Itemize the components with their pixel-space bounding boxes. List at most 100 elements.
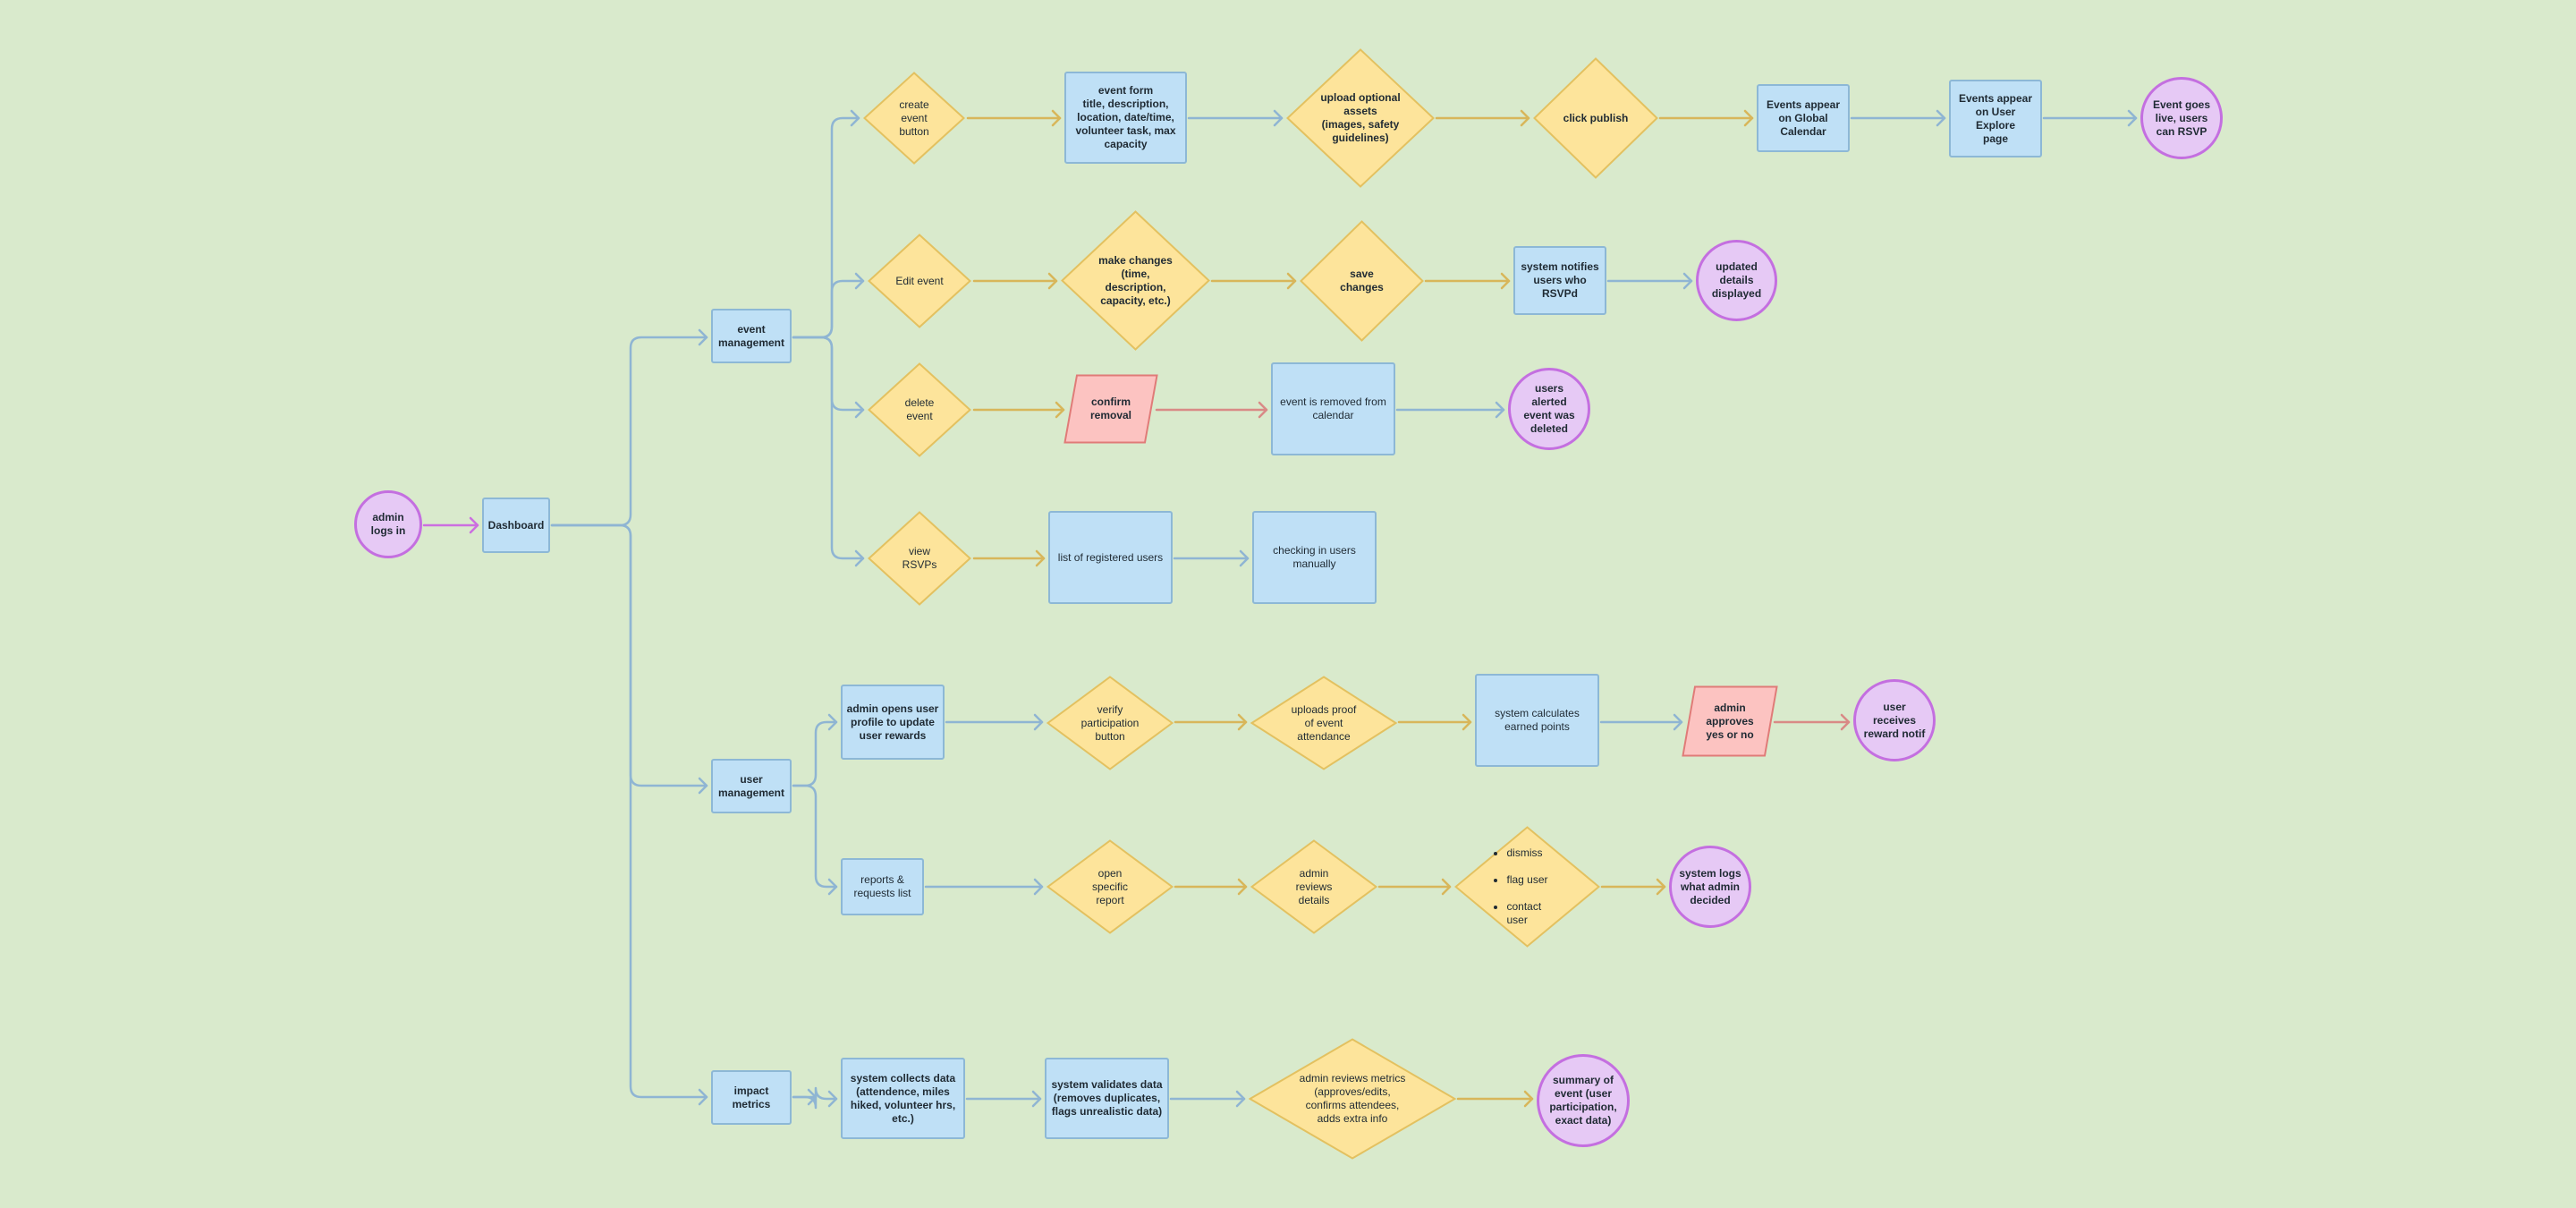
uploads-proof-label: uploads proof of event attendance xyxy=(1291,702,1357,743)
confirm-removal-node[interactable]: confirm removal xyxy=(1063,374,1158,444)
create-event-button-label: create event button xyxy=(899,98,929,138)
connector-line xyxy=(792,116,860,339)
connector-line xyxy=(792,1086,838,1110)
user-receives-notif-node[interactable]: user receives reward notif xyxy=(1853,679,1936,761)
edit-event-node[interactable]: Edit event xyxy=(868,234,971,328)
open-report-label: open specific report xyxy=(1091,866,1128,906)
connector-line xyxy=(792,336,865,412)
registered-users-label: list of registered users xyxy=(1057,550,1164,564)
diamond-shape xyxy=(868,511,971,606)
arrow-head xyxy=(1840,713,1851,731)
make-changes-node[interactable]: make changes (time, description, capacit… xyxy=(1061,210,1210,351)
uploads-proof-node[interactable]: uploads proof of event attendance xyxy=(1250,676,1397,770)
delete-event-node[interactable]: delete event xyxy=(868,362,971,457)
save-changes-label: save changes xyxy=(1340,268,1384,293)
arrow-head xyxy=(1523,1090,1534,1108)
system-notifies-node[interactable]: system notifies users who RSVPd xyxy=(1513,246,1606,315)
registered-users-node[interactable]: list of registered users xyxy=(1048,511,1173,604)
arrow-head xyxy=(1237,878,1248,896)
save-changes-node[interactable]: save changes xyxy=(1300,220,1424,342)
report-actions-list: dismiss flag user contact user xyxy=(1503,833,1551,940)
validates-data-node[interactable]: system validates data (removes duplicate… xyxy=(1045,1058,1169,1139)
arrow-head xyxy=(1239,549,1250,567)
admin-logs-in-label: admin logs in xyxy=(370,511,406,537)
arrow-head xyxy=(1441,878,1452,896)
arrow-head xyxy=(854,401,865,419)
connector-line xyxy=(792,279,865,339)
admin-reviews-details-node[interactable]: admin reviews details xyxy=(1250,839,1377,934)
arrow-head xyxy=(1237,713,1248,731)
reports-list-node[interactable]: reports & requests list xyxy=(841,858,924,915)
report-action-item: contact user xyxy=(1506,900,1547,927)
event-management-label: event management xyxy=(717,322,785,349)
click-publish-node[interactable]: click publish xyxy=(1533,57,1658,179)
arrow-head xyxy=(854,272,865,290)
diamond-shape xyxy=(868,234,971,328)
view-rsvps-node[interactable]: view RSVPs xyxy=(868,511,971,606)
parallelogram-shape xyxy=(1063,374,1158,444)
create-event-button-node[interactable]: create event button xyxy=(863,72,965,165)
validates-data-label: system validates data (removes duplicate… xyxy=(1051,1078,1163,1118)
arrow-head xyxy=(827,713,838,731)
verify-participation-label: verify participation button xyxy=(1080,702,1140,743)
event-form-node[interactable]: event form title, description, location,… xyxy=(1064,72,1187,164)
impact-metrics-label: impact metrics xyxy=(732,1084,771,1110)
arrow-head xyxy=(698,777,708,795)
reviews-metrics-node[interactable]: admin reviews metrics (approves/edits, c… xyxy=(1249,1038,1456,1160)
arrow-head xyxy=(1047,272,1058,290)
calculates-points-node[interactable]: system calculates earned points xyxy=(1475,674,1599,767)
upload-assets-node[interactable]: upload optional assets (images, safety g… xyxy=(1286,48,1435,188)
arrow-head xyxy=(469,516,479,534)
reviews-metrics-label: admin reviews metrics (approves/edits, c… xyxy=(1299,1072,1406,1125)
events-user-explore-node[interactable]: Events appear on User Explore page xyxy=(1949,80,2042,157)
arrow-head xyxy=(698,328,708,346)
arrow-head xyxy=(1033,713,1044,731)
event-removed-node[interactable]: event is removed from calendar xyxy=(1271,362,1395,455)
connector-line xyxy=(550,523,708,787)
arrow-head xyxy=(827,1090,838,1108)
users-alerted-node[interactable]: users alerted event was deleted xyxy=(1508,368,1590,450)
summary-node[interactable]: summary of event (user participation, ex… xyxy=(1537,1054,1630,1147)
open-report-node[interactable]: open specific report xyxy=(1046,839,1174,934)
summary-label: summary of event (user participation, ex… xyxy=(1549,1074,1617,1127)
connector-line xyxy=(792,784,838,889)
delete-event-label: delete event xyxy=(904,396,935,422)
updated-details-node[interactable]: updated details displayed xyxy=(1696,240,1777,321)
checking-in-node[interactable]: checking in users manually xyxy=(1252,511,1377,604)
diamond-shape xyxy=(1249,1038,1456,1160)
system-logs-label: system logs what admin decided xyxy=(1679,866,1741,906)
dashboard-label: Dashboard xyxy=(487,518,545,532)
reports-list-label: reports & requests list xyxy=(853,873,911,899)
edit-event-label: Edit event xyxy=(895,274,944,287)
admin-approves-node[interactable]: admin approves yes or no xyxy=(1682,685,1778,757)
arrow-head xyxy=(698,1088,708,1106)
diamond-shape xyxy=(1286,48,1435,188)
report-action-item: flag user xyxy=(1506,873,1547,887)
impact-metrics-node[interactable]: impact metrics xyxy=(711,1070,792,1125)
event-management-node[interactable]: event management xyxy=(711,309,792,363)
arrow-head xyxy=(1656,878,1666,896)
arrow-head xyxy=(1682,272,1693,290)
collects-data-label: system collects data (attendence, miles … xyxy=(850,1071,956,1125)
admin-opens-profile-node[interactable]: admin opens user profile to update user … xyxy=(841,685,945,760)
report-actions-node[interactable]: dismiss flag user contact user xyxy=(1454,826,1600,948)
confirm-removal-label: confirm removal xyxy=(1089,396,1132,421)
admin-logs-in-node[interactable]: admin logs in xyxy=(354,490,422,558)
arrow-head xyxy=(1031,1090,1042,1108)
event-goes-live-node[interactable]: Event goes live, users can RSVP xyxy=(2140,77,2223,159)
report-action-item: dismiss xyxy=(1506,846,1547,860)
diamond-shape xyxy=(1533,57,1658,179)
checking-in-label: checking in users manually xyxy=(1273,544,1356,570)
verify-participation-node[interactable]: verify participation button xyxy=(1046,676,1174,770)
collects-data-node[interactable]: system collects data (attendence, miles … xyxy=(841,1058,965,1139)
arrow-head xyxy=(1055,401,1065,419)
system-logs-node[interactable]: system logs what admin decided xyxy=(1669,846,1751,928)
event-removed-label: event is removed from calendar xyxy=(1280,396,1386,421)
dashboard-node[interactable]: Dashboard xyxy=(482,498,550,553)
events-global-calendar-node[interactable]: Events appear on Global Calendar xyxy=(1757,84,1850,152)
event-form-label: event form title, description, location,… xyxy=(1075,84,1176,150)
connector-line xyxy=(792,336,865,560)
user-management-node[interactable]: user management xyxy=(711,759,792,813)
arrow-head xyxy=(1495,401,1505,419)
diamond-shape xyxy=(1250,839,1377,934)
